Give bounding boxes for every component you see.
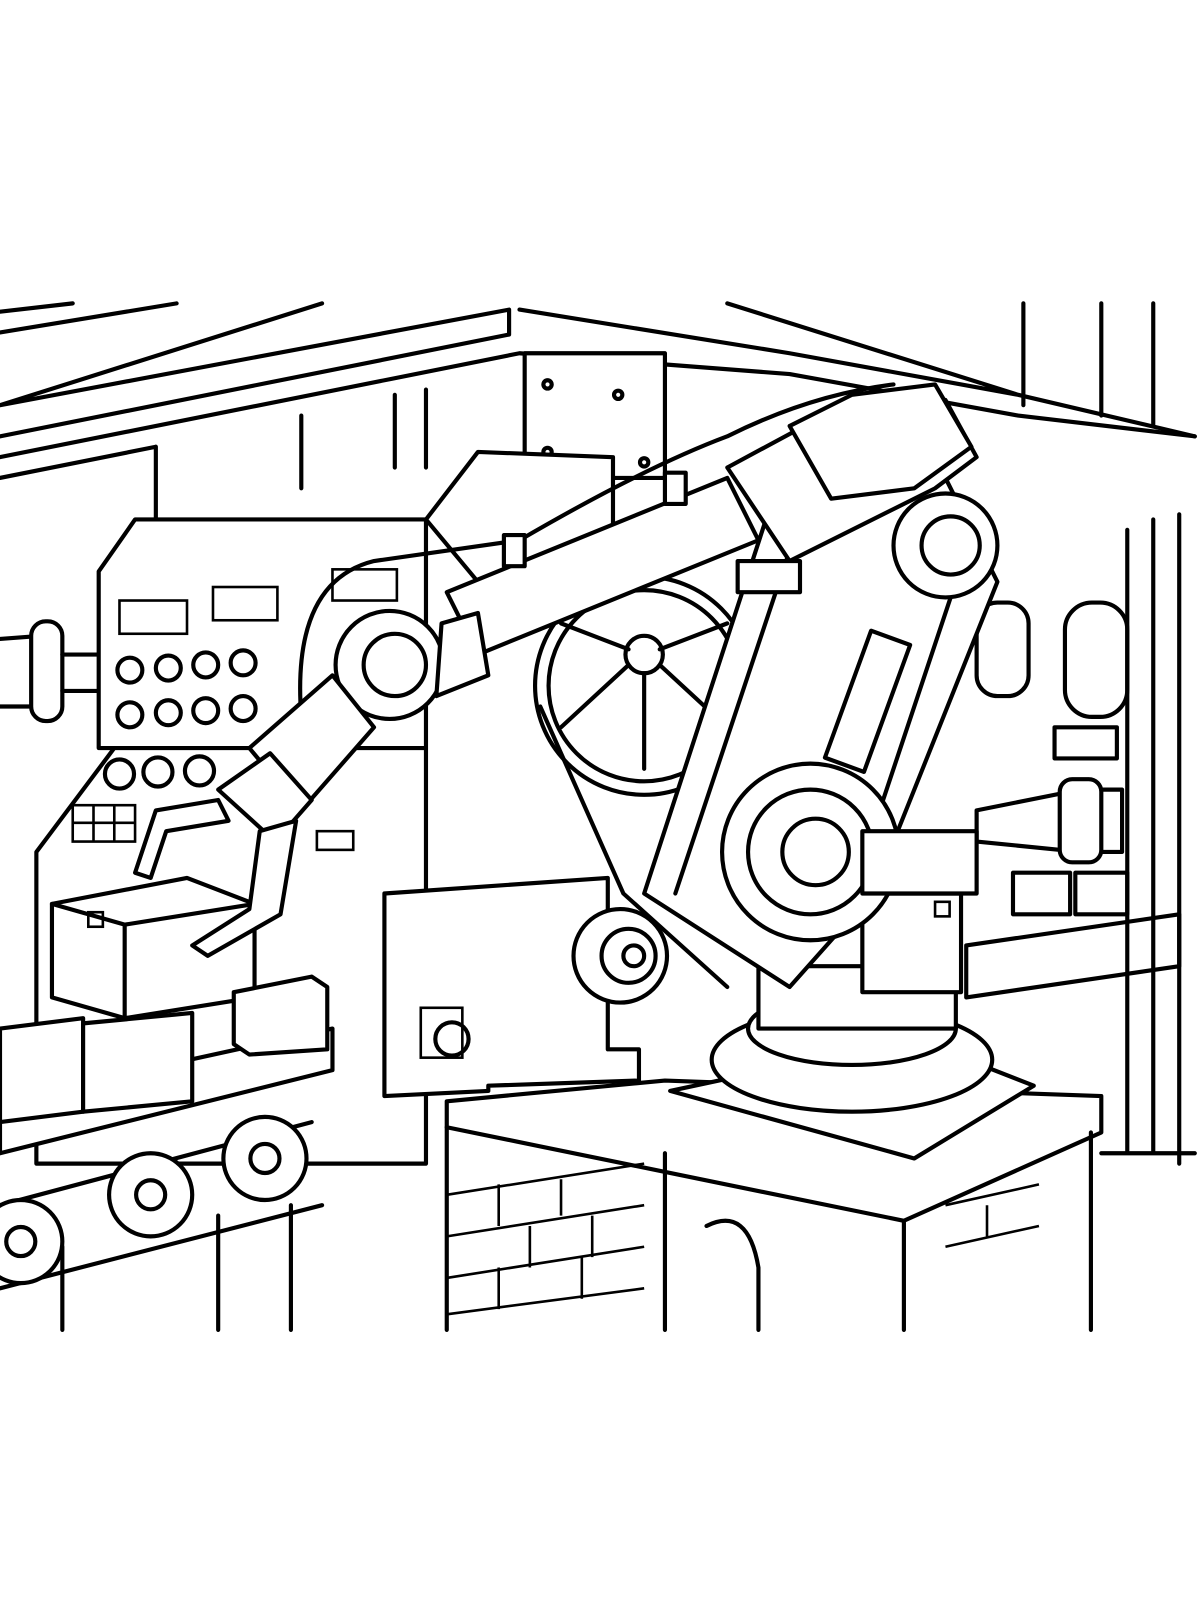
robot-base [668, 891, 1036, 1161]
brick-wall [446, 1162, 1040, 1316]
machine-lower-panel [382, 875, 670, 1099]
boxes [0, 875, 330, 1125]
ceiling-structure [0, 301, 1197, 543]
left-pipe [0, 619, 101, 724]
keypad [71, 803, 137, 843]
conveyor-belt-left [0, 1026, 335, 1332]
conveyor-belt-right [964, 512, 1197, 1166]
control-knobs [102, 648, 258, 791]
robot-upper-arm [298, 382, 1000, 719]
right-pipes [974, 600, 1130, 917]
robot-gripper [132, 751, 314, 958]
